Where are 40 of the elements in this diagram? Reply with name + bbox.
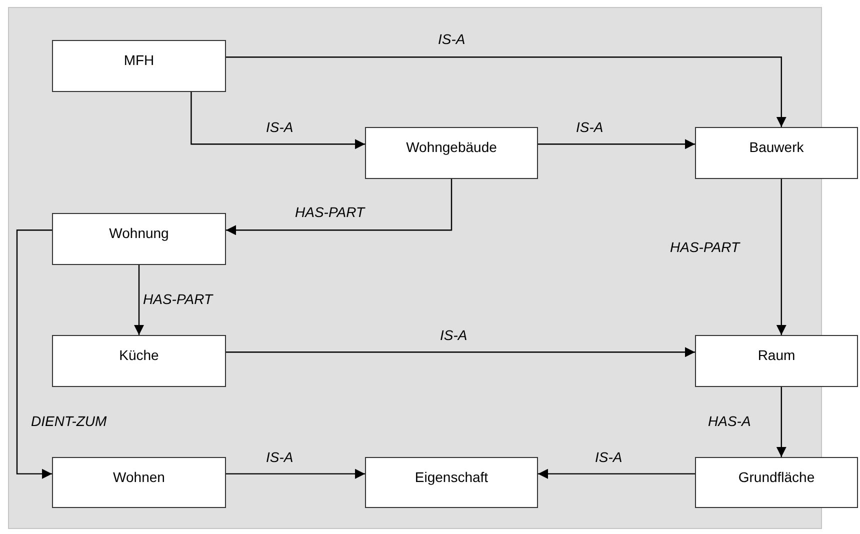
arrow <box>538 139 695 150</box>
concept-box <box>695 457 858 508</box>
node-label: MFH <box>124 51 154 69</box>
concept-box <box>365 127 538 179</box>
concept-box <box>52 457 226 508</box>
arrow <box>190 92 365 150</box>
edge-label: IS-A <box>266 449 294 465</box>
arrow <box>16 230 52 479</box>
edge-label: IS-A <box>595 449 622 465</box>
arrow <box>226 179 452 236</box>
concept-box <box>52 335 226 387</box>
edge-label: HAS-PART <box>670 239 740 255</box>
edge-label: HAS-PART <box>143 291 212 307</box>
node-label: Grundfläche <box>738 468 815 486</box>
node-label: Wohnen <box>113 468 165 486</box>
concept-box <box>695 335 858 387</box>
node-label: Küche <box>119 346 159 364</box>
concept-box <box>52 213 226 265</box>
node-label: Wohngebäude <box>406 138 497 156</box>
arrow <box>776 387 786 457</box>
edge-label: DIENT-ZUM <box>31 413 107 429</box>
arrow <box>538 468 695 479</box>
node-label: Bauwerk <box>749 138 804 156</box>
arrow <box>226 56 786 127</box>
arrow <box>134 265 144 335</box>
arrow <box>776 179 786 335</box>
node-label: Eigenschaft <box>414 468 488 486</box>
concept-box <box>365 457 538 508</box>
edge-label: IS-A <box>440 327 468 343</box>
concept-box <box>695 127 858 179</box>
edge-label: IS-A <box>576 119 604 135</box>
node-label: Wohnung <box>109 224 169 242</box>
edge-label: IS-A <box>266 119 294 135</box>
arrow <box>226 347 695 358</box>
edge-label: IS-A <box>438 31 466 47</box>
concept-box <box>52 40 226 92</box>
arrow <box>226 468 365 479</box>
edge-label: HAS-A <box>708 413 751 429</box>
edge-label: HAS-PART <box>295 204 364 220</box>
node-label: Raum <box>758 346 796 364</box>
